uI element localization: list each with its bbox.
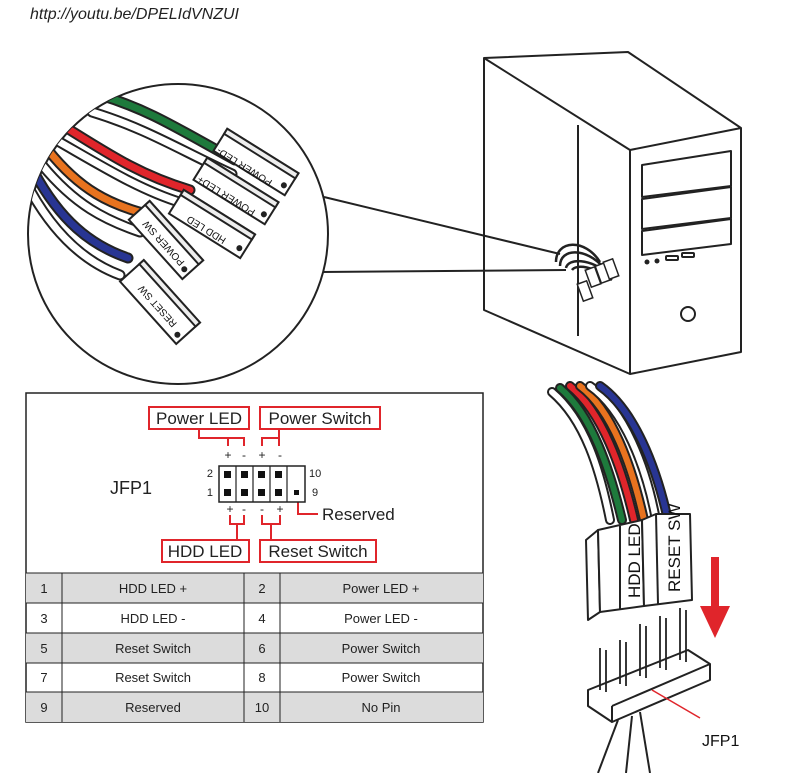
- reset-switch-plus-sign: +: [276, 502, 283, 516]
- jfp1-header-label: JFP1: [110, 478, 152, 498]
- table-signal-a: Reset Switch: [115, 641, 191, 656]
- table-signal-b: Power LED -: [344, 611, 418, 626]
- table-signal-a: HDD LED -: [120, 611, 185, 626]
- hdd-led-box: [161, 539, 250, 563]
- jfp1-pin-header: [218, 465, 306, 503]
- table-pin-b: 6: [258, 641, 265, 656]
- table-pin-a: 3: [40, 611, 47, 626]
- table-pin-b: 4: [258, 611, 265, 626]
- reset-switch-minus-sign: -: [260, 502, 264, 516]
- connector-power-led-minus: [212, 127, 300, 197]
- hdd-led-label: HDD LED: [168, 542, 243, 561]
- power-led-minus-sign: -: [242, 448, 246, 462]
- pinout-panel: Power LED Power Switch HDD LED Reset Swi…: [25, 392, 484, 723]
- table-signal-b: No Pin: [361, 700, 400, 715]
- installation-illustration: HDD LED RESET SW JFP1: [547, 381, 739, 773]
- table-signal-b: Power Switch: [342, 670, 421, 685]
- pin-9-number: 9: [312, 487, 318, 499]
- hdd-led-minus-sign: -: [242, 502, 246, 516]
- reset-switch-label: Reset Switch: [268, 542, 367, 561]
- case-wire-bundle: [554, 243, 620, 303]
- hdd-led-plus-sign: +: [226, 502, 233, 516]
- zoom-line-top: [323, 196, 561, 255]
- power-led-label: Power LED: [156, 409, 242, 428]
- table-signal-b: Power LED +: [343, 581, 420, 596]
- connector-reset-sw: [118, 258, 202, 346]
- plugged-hdd-led-label: HDD LED: [625, 523, 644, 598]
- reset-switch-box: [259, 539, 377, 563]
- table-pin-a: 1: [40, 581, 47, 596]
- table-pin-b: 8: [258, 670, 265, 685]
- reserved-label: Reserved: [322, 505, 395, 524]
- pin-1-number: 1: [207, 487, 213, 499]
- zoom-circle: POWER LED- POWER LED+ HDD LED POWER SW R…: [27, 83, 329, 385]
- jfp1-pointer-line: [651, 689, 701, 719]
- power-switch-minus-sign: -: [278, 448, 282, 462]
- table-pin-a: 9: [40, 700, 47, 715]
- board-jfp1-label: JFP1: [702, 733, 739, 750]
- power-led-plus-sign: +: [224, 448, 231, 462]
- table-signal-a: Reserved: [125, 700, 181, 715]
- zoom-line-bottom: [319, 269, 567, 273]
- table-pin-b: 2: [258, 581, 265, 596]
- insert-arrow: [700, 557, 730, 638]
- table-signal-b: Power Switch: [342, 641, 421, 656]
- table-pin-b: 10: [255, 700, 269, 715]
- connector-power-led-plus: [192, 156, 280, 226]
- power-switch-plus-sign: +: [258, 448, 265, 462]
- power-switch-box: [259, 406, 381, 430]
- source-url: http://youtu.be/DPELIdVNZUI: [30, 6, 239, 23]
- pc-tower: [483, 51, 742, 375]
- power-switch-label: Power Switch: [269, 409, 372, 428]
- table-pin-a: 5: [40, 641, 47, 656]
- table-pin-a: 7: [40, 670, 47, 685]
- pin-table: 1 HDD LED + 2 Power LED + 3 HDD LED - 4 …: [26, 572, 483, 722]
- table-signal-a: HDD LED +: [119, 581, 187, 596]
- connector-power-sw: [127, 199, 205, 281]
- pin-10-number: 10: [309, 468, 321, 480]
- connector-hdd-led: [167, 188, 257, 260]
- pin-2-number: 2: [207, 468, 213, 480]
- plugged-reset-sw-label: RESET SW: [665, 504, 684, 592]
- table-signal-a: Reset Switch: [115, 670, 191, 685]
